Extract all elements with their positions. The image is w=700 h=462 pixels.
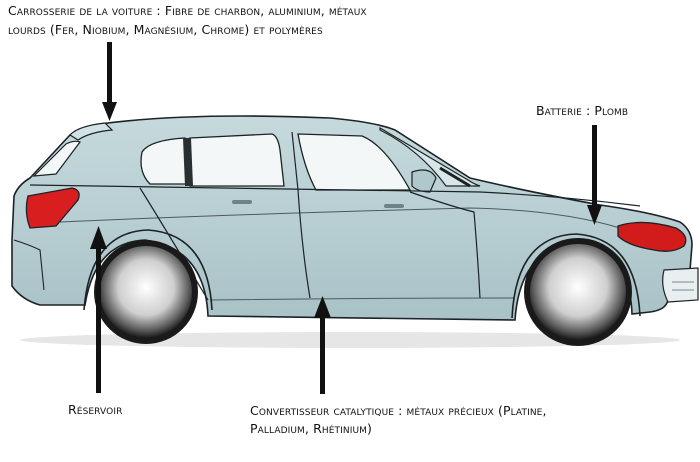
beltline [29,184,641,207]
label-reservoir: Réservoir [68,402,123,417]
rear-bumper-line [13,239,45,291]
arrow-batterie [587,125,602,225]
head-light [617,221,687,252]
rear-wheel-arch [83,229,213,311]
rear-window [32,140,81,177]
arrow-reservoir [90,226,107,393]
front-wheel-arch [511,233,641,319]
label-convertisseur-line2: Palladium, Rhétinium) [250,421,372,436]
arrow-convertisseur [314,296,331,394]
front-door-outline [409,191,481,299]
front-door-handle [384,204,404,208]
label-batterie: Batterie : Plomb [536,103,629,118]
rear-wheel [94,240,198,344]
roof-spoiler [69,122,114,141]
shoulder-line [59,207,621,229]
b-pillar [183,138,193,186]
label-carrosserie-line1: Carrosserie de la voiture : Fibre de cha… [8,3,367,18]
windshield-edge [439,166,471,188]
front-grille [662,267,699,303]
side-mirror [411,169,437,193]
label-carrosserie-line2: lourds (Fer, Niobium, Magnésium, Chrome)… [8,22,323,37]
front-grille-detail [672,281,694,291]
windshield [379,126,481,187]
rear-door-outline [139,131,311,301]
arrow-carrosserie [102,42,117,121]
sill-line [209,297,516,301]
front-door-window [297,133,412,191]
front-wheel [524,238,632,346]
ground-shadow [20,332,680,348]
tail-light [25,187,80,229]
rear-door-window [189,133,285,187]
rear-door-handle [232,200,252,204]
label-convertisseur-line1: Convertisseur catalytique : métaux préci… [250,403,547,418]
